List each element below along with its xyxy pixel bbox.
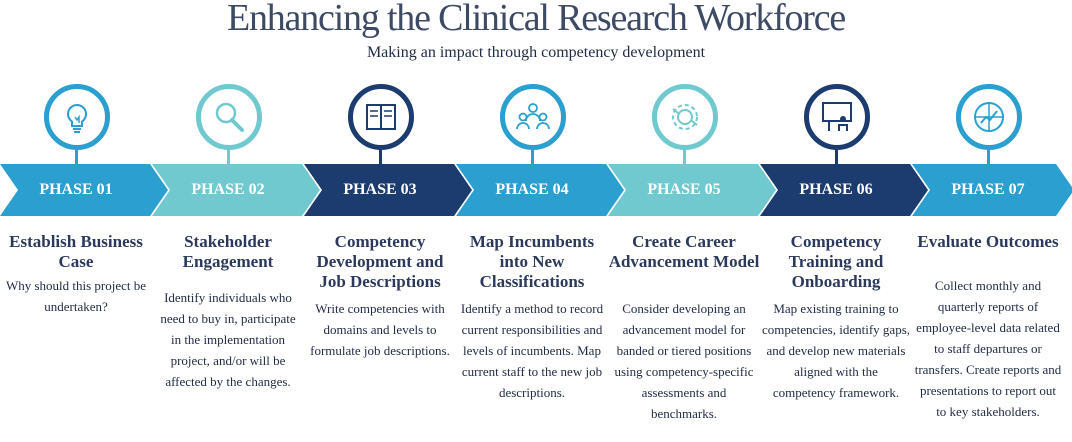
phase-label: PHASE 05 [647, 181, 721, 198]
page-title: Enhancing the Clinical Research Workforc… [226, 0, 846, 39]
phase-label: PHASE 03 [343, 181, 417, 198]
phase-description: Consider developing an advancement model… [614, 301, 754, 421]
phase-connector [835, 146, 838, 166]
phase-connector [531, 146, 534, 166]
book-icon [366, 104, 396, 130]
phase-label: PHASE 01 [39, 181, 113, 198]
phase-label: PHASE 06 [799, 181, 873, 198]
phase-description: Identify individuals who need to buy in,… [160, 290, 296, 389]
phase-arrow [912, 164, 1072, 216]
phase-heading: Stakeholder Engagement [182, 232, 274, 271]
phase-icon-ring [956, 84, 1022, 150]
phase-description: Collect monthly and quarterly reports of… [914, 278, 1062, 419]
chart-icon [974, 102, 1004, 132]
magnifier-icon [215, 102, 244, 132]
phase-label: PHASE 02 [191, 181, 265, 198]
phase-4: PHASE 04 Map Incumbents into New Classifi… [456, 0, 624, 442]
phase-arrow [456, 164, 624, 216]
phase-arrow [760, 164, 928, 216]
phase-connector [683, 146, 686, 166]
phase-heading: Evaluate Outcomes [917, 232, 1059, 251]
phase-description: Why should this project be undertaken? [5, 278, 147, 314]
gear-icon [672, 104, 698, 130]
phase-heading: Map Incumbents into New Classifications [469, 232, 595, 291]
phase-arrow [608, 164, 776, 216]
phase-label: PHASE 04 [495, 181, 569, 198]
phase-connector [227, 146, 230, 166]
phase-6: PHASE 06 Competency Training and Onboardi… [760, 0, 928, 442]
phase-icon-ring [500, 84, 566, 150]
phase-connector [987, 146, 990, 166]
phase-heading: Competency Training and Onboarding [788, 232, 884, 291]
phase-heading: Competency Development and Job Descripti… [316, 232, 444, 291]
phase-arrow [304, 164, 472, 216]
page-subtitle: Making an impact through competency deve… [366, 44, 706, 61]
phase-icon-ring [196, 84, 262, 150]
phase-3: PHASE 03 Competency Development and Job D… [304, 0, 472, 442]
lightbulb-icon [66, 103, 88, 133]
phase-arrow [0, 164, 168, 216]
phase-connector [379, 146, 382, 166]
phase-heading: Create Career Advancement Model [608, 232, 760, 271]
presenter-icon [822, 102, 852, 131]
phase-icon-ring [348, 84, 414, 150]
phase-icon-ring [44, 84, 110, 150]
phase-description: Map existing training to competencies, i… [762, 301, 911, 400]
phase-icon-ring [652, 84, 718, 150]
phase-icon-ring [804, 84, 870, 150]
phase-heading: Establish Business Case [9, 232, 143, 271]
phase-arrow [152, 164, 320, 216]
phase-label: PHASE 07 [951, 181, 1025, 198]
phase-description: Identify a method to record current resp… [460, 301, 604, 400]
phase-connector [75, 146, 78, 166]
phase-description: Write competencies with domains and leve… [310, 301, 450, 358]
people-icon [516, 103, 550, 130]
